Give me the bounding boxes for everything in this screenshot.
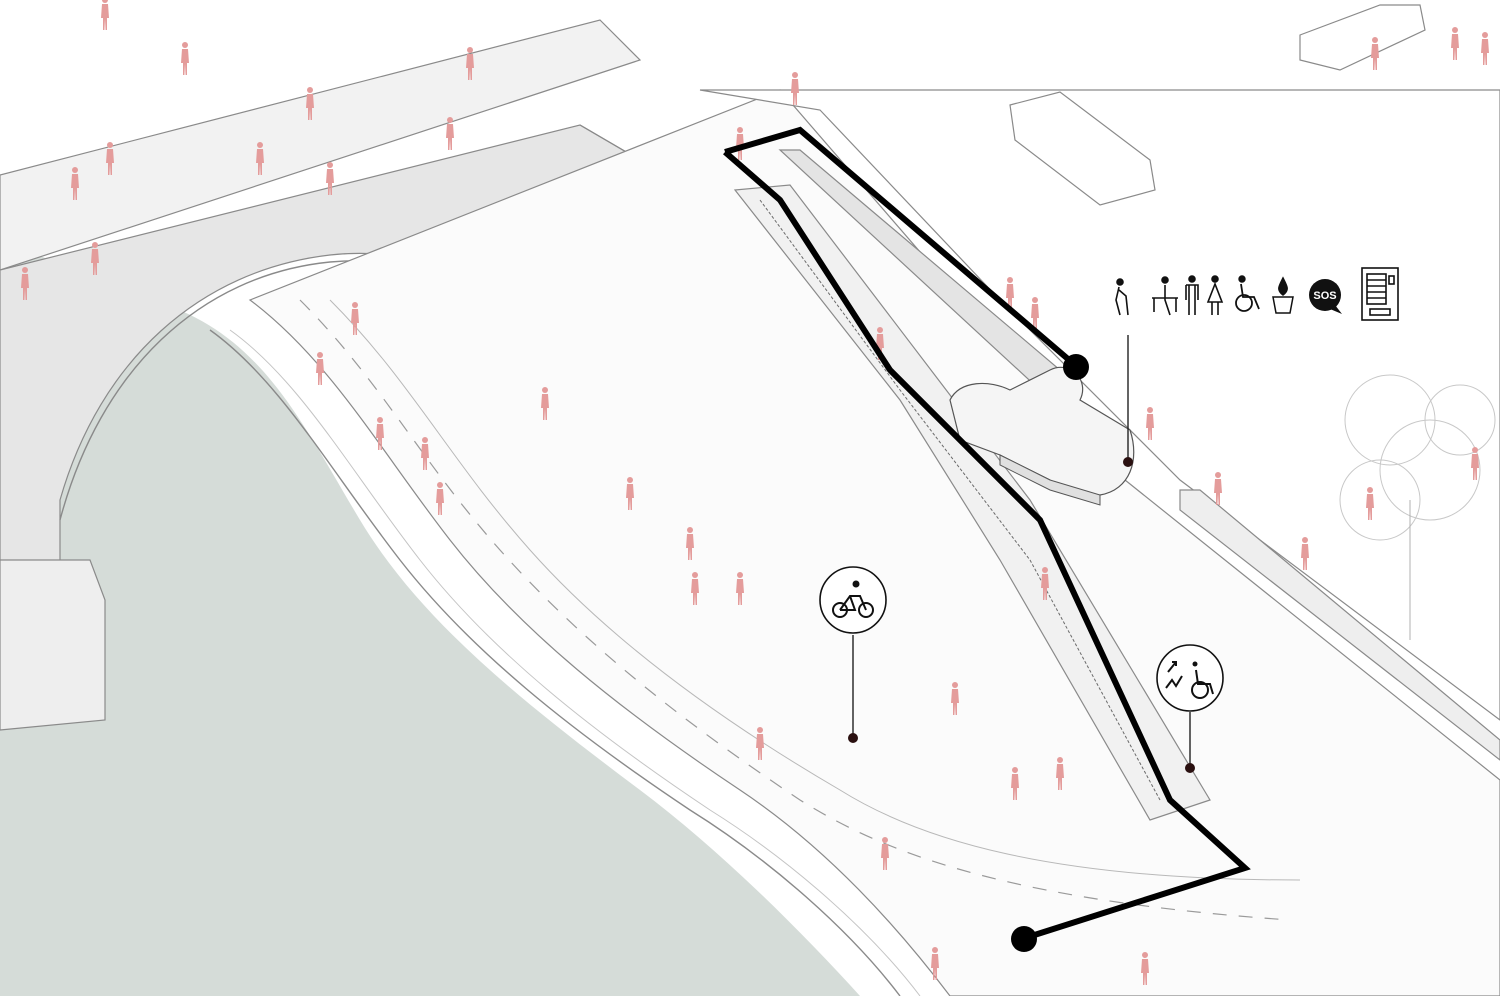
service-kiosk-callout[interactable] xyxy=(1123,335,1133,467)
retaining-wall xyxy=(1179,489,1500,761)
kiosk-base xyxy=(999,454,1101,506)
water-drop-icon xyxy=(1272,276,1294,314)
tree xyxy=(1339,374,1496,640)
embankment-edge xyxy=(229,329,921,996)
pedestrian-figure xyxy=(181,42,189,75)
bridge-deck xyxy=(0,19,642,271)
sos-label: SOS xyxy=(1313,290,1336,302)
car xyxy=(1299,4,1426,71)
bike-lane-edge xyxy=(329,299,1301,881)
wheelchair-icon xyxy=(1235,275,1260,312)
bike-lane-line xyxy=(299,299,1291,921)
upper-street xyxy=(699,89,1500,721)
pedestrian-figure xyxy=(101,0,109,30)
route-end-marker[interactable] xyxy=(1011,926,1037,952)
ramp-access-callout[interactable] xyxy=(1156,644,1224,773)
male-toilet-icon xyxy=(1185,275,1199,315)
elderly-person-icon xyxy=(1115,278,1129,316)
car xyxy=(1009,91,1156,206)
bridge-pier xyxy=(0,559,106,731)
vending-machine-icon xyxy=(1361,267,1399,321)
facility-icons-row: SOS xyxy=(1115,267,1399,321)
river-bank xyxy=(209,329,901,996)
bicycle-icon xyxy=(832,580,874,618)
river-water xyxy=(0,240,860,996)
ramp-slope xyxy=(759,199,1161,801)
sos-icon: SOS xyxy=(1309,279,1342,314)
baby-changing-icon xyxy=(1152,276,1178,316)
accessible-route-line xyxy=(723,126,1251,941)
route-start-marker[interactable] xyxy=(1063,354,1089,380)
pedestrian-figure xyxy=(1371,37,1379,70)
female-toilet-icon xyxy=(1206,275,1224,315)
bike-path-callout[interactable] xyxy=(819,566,887,743)
pedestrian-figure xyxy=(1451,27,1459,60)
pedestrian-figure xyxy=(1481,32,1489,65)
stairs-wheelchair-icon xyxy=(1165,661,1214,699)
